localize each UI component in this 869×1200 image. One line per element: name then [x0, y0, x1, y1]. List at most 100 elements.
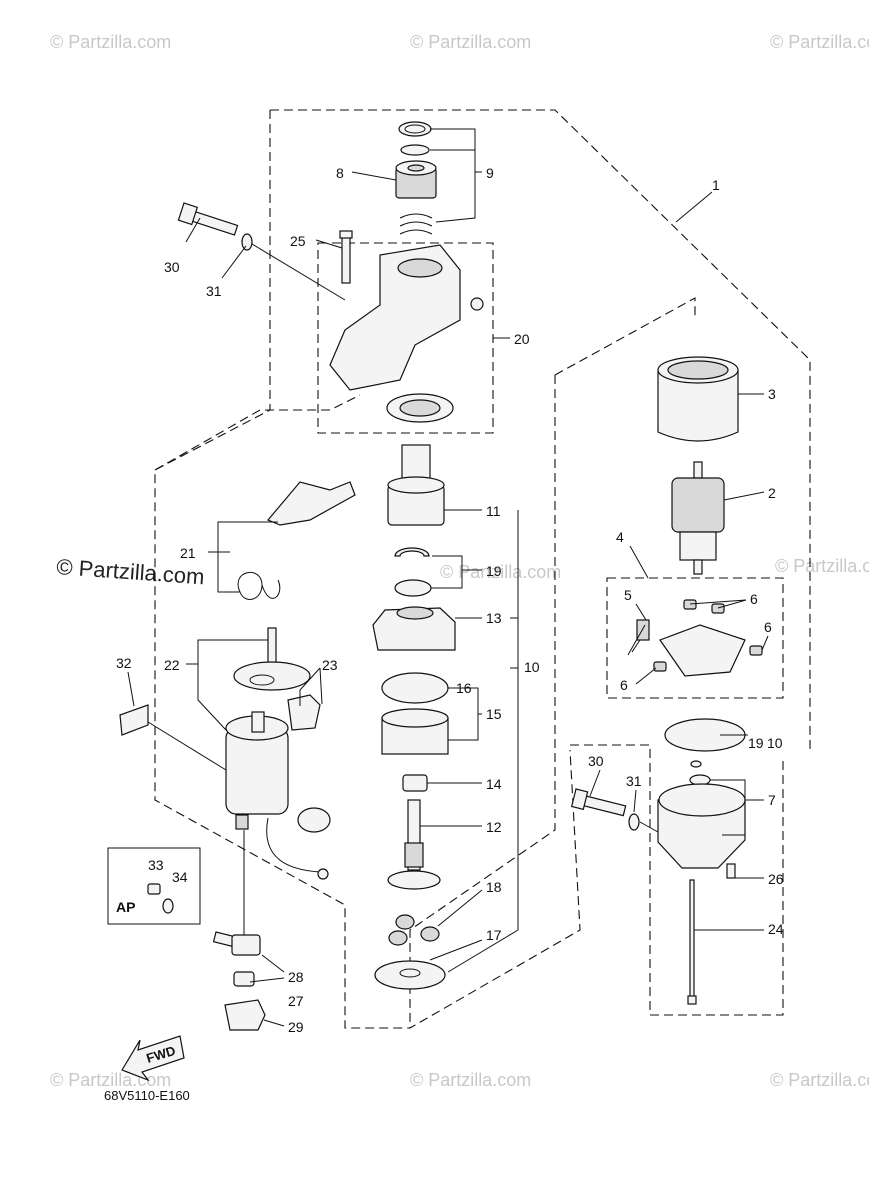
yoke-bore [667, 360, 729, 380]
callout-30: 30 [164, 259, 180, 275]
leader-17 [429, 939, 483, 961]
planet-gear [420, 926, 440, 942]
pinion-spring [399, 213, 433, 235]
fwd-arrow-shape [121, 1035, 185, 1082]
rear-cover-group [657, 718, 746, 1005]
solenoid-lead-wire [266, 817, 321, 873]
long-through-bolt [689, 879, 695, 1001]
shift-lever [267, 481, 356, 526]
housing-plug [470, 297, 484, 311]
leader-8 [351, 171, 397, 181]
callout-9: 9 [486, 165, 494, 181]
planet-gear [388, 930, 408, 946]
watermark: © Partzilla.com [440, 562, 561, 582]
callout-30: 30 [588, 753, 604, 769]
leader-21 [208, 521, 278, 593]
watermark: © Partzilla.com [50, 32, 171, 52]
callout-25: 25 [290, 233, 306, 249]
ap-label: AP [116, 899, 135, 915]
watermark: © Partzilla.com [770, 1070, 869, 1090]
motor-group [657, 356, 739, 575]
callout-6: 6 [620, 677, 628, 693]
thrust-washer [394, 579, 432, 597]
planet-gear [395, 914, 415, 930]
leader-7 [710, 779, 764, 836]
through-bolt-head [339, 230, 353, 239]
shift-lever-group [237, 481, 356, 600]
mount-bolt-head [570, 788, 589, 811]
callout-23: 23 [322, 657, 338, 673]
hex-nut [233, 971, 255, 987]
callout-32: 32 [116, 655, 132, 671]
planet-shaft-gear [404, 842, 424, 868]
callout-4: 4 [616, 529, 624, 545]
leader-18 [437, 889, 483, 927]
callout-2: 2 [768, 485, 776, 501]
callout-18: 18 [486, 879, 502, 895]
callout-31: 31 [626, 773, 642, 789]
leader-5 [635, 603, 647, 621]
callout-17: 17 [486, 927, 502, 943]
callout-11: 11 [486, 503, 501, 519]
leader-31a [221, 245, 247, 279]
fwd-arrow: FWD [121, 1035, 185, 1082]
leader-19 [431, 555, 482, 589]
leader-23 [299, 667, 323, 706]
callout-6: 6 [764, 619, 772, 635]
assembly-4-outline [606, 577, 784, 699]
callout-12: 12 [486, 819, 502, 835]
armature-shaft-top [693, 461, 703, 479]
long-through-bolt-head [687, 995, 697, 1005]
solenoid-boot [235, 814, 249, 830]
ball-bearing-bore [399, 399, 441, 417]
callout-8: 8 [336, 165, 344, 181]
brush [636, 619, 650, 641]
screw-nut [711, 603, 725, 614]
screw-nut [683, 599, 697, 610]
ap-frame [107, 847, 201, 925]
lever-spring [237, 571, 281, 600]
leader-6b [761, 635, 769, 651]
callout-21: 21 [180, 545, 196, 561]
leader-22 [186, 639, 268, 731]
lead-terminal [317, 868, 329, 880]
leader-29 [263, 1019, 285, 1027]
leader-32 [127, 671, 135, 707]
callout-19: 19 [748, 735, 764, 751]
pinion-group [395, 121, 437, 235]
callout-10: 10 [524, 659, 540, 675]
front-housing-bore [397, 258, 443, 278]
internal-gear-top [381, 708, 449, 728]
caution-label [119, 704, 149, 736]
callout-26: 26 [768, 871, 784, 887]
rubber-grommet [297, 807, 331, 833]
callout-14: 14 [486, 776, 502, 792]
mount-bolt-right [570, 788, 659, 833]
callout-15: 15 [486, 706, 502, 722]
mount-bolt-head [177, 202, 199, 226]
armature-core [671, 477, 725, 533]
watermark: © Partzilla.com [50, 1070, 171, 1090]
screw-nut [653, 661, 667, 672]
watermark-group: © Partzilla.com © Partzilla.com © Partzi… [50, 32, 869, 1090]
leader-11-10 [444, 509, 519, 973]
solenoid-group [119, 627, 331, 940]
diagram-code: 68V5110-E160 [104, 1088, 190, 1103]
callout-1: 1 [712, 177, 720, 193]
callout-27: 27 [288, 993, 304, 1009]
yoke [657, 369, 739, 442]
leader-6c [635, 667, 657, 685]
rubber-grommet [287, 694, 321, 731]
leader-30a [185, 217, 201, 243]
front-housing [329, 244, 461, 391]
leader-25 [315, 239, 343, 249]
leader-9 [430, 128, 476, 223]
snap-ring [394, 547, 430, 557]
terminal-group [212, 931, 266, 1031]
terminal-nut [231, 934, 261, 956]
screw-nut [749, 645, 763, 656]
brush-holder-group [627, 599, 763, 677]
bushing [402, 774, 428, 792]
